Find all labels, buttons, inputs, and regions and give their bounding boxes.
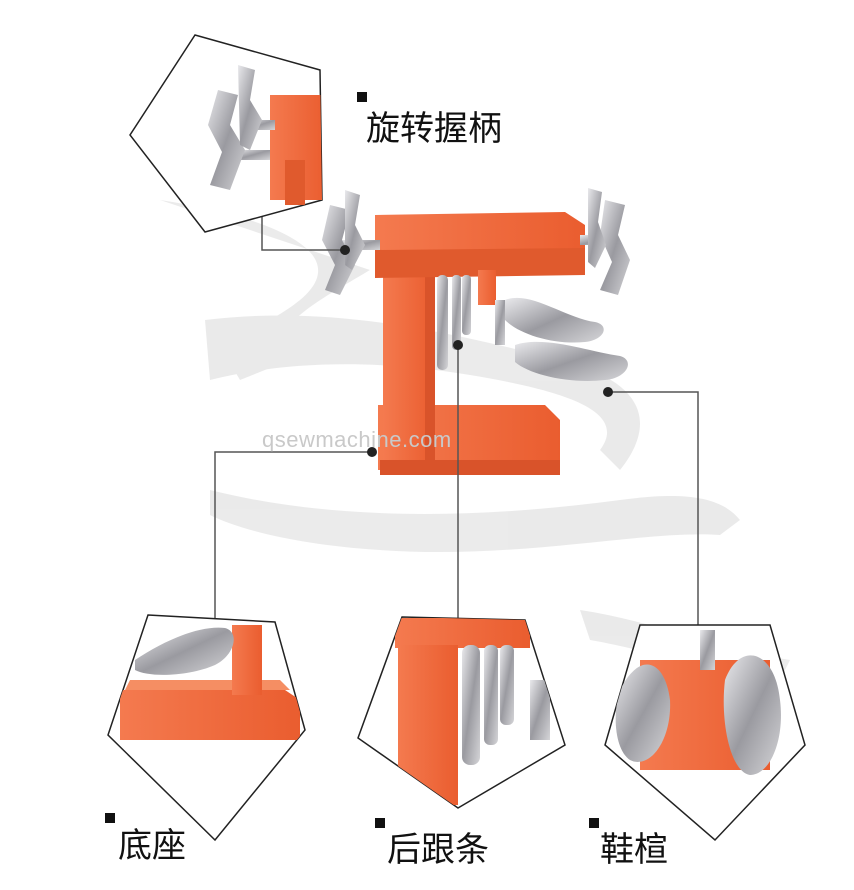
label-shoe-last: 鞋楦	[600, 830, 668, 870]
label-rotate-handle: 旋转握柄	[366, 109, 502, 149]
bullet-square	[589, 818, 599, 828]
label-heel-bar: 后跟条	[387, 830, 489, 870]
bullet-square	[375, 818, 385, 828]
zoom-heel-bar	[357, 616, 566, 809]
zoom-rotate-handle	[129, 34, 323, 233]
bullet-square	[357, 92, 367, 102]
zoom-base	[107, 614, 306, 842]
label-base: 底座	[118, 826, 186, 866]
zoom-shoe-last	[604, 624, 806, 842]
machine-main	[322, 188, 630, 475]
bullet-square	[105, 813, 115, 823]
watermark: qsewmachine.com	[262, 427, 452, 452]
callout-lines	[214, 205, 699, 625]
callout-dots	[340, 245, 613, 457]
